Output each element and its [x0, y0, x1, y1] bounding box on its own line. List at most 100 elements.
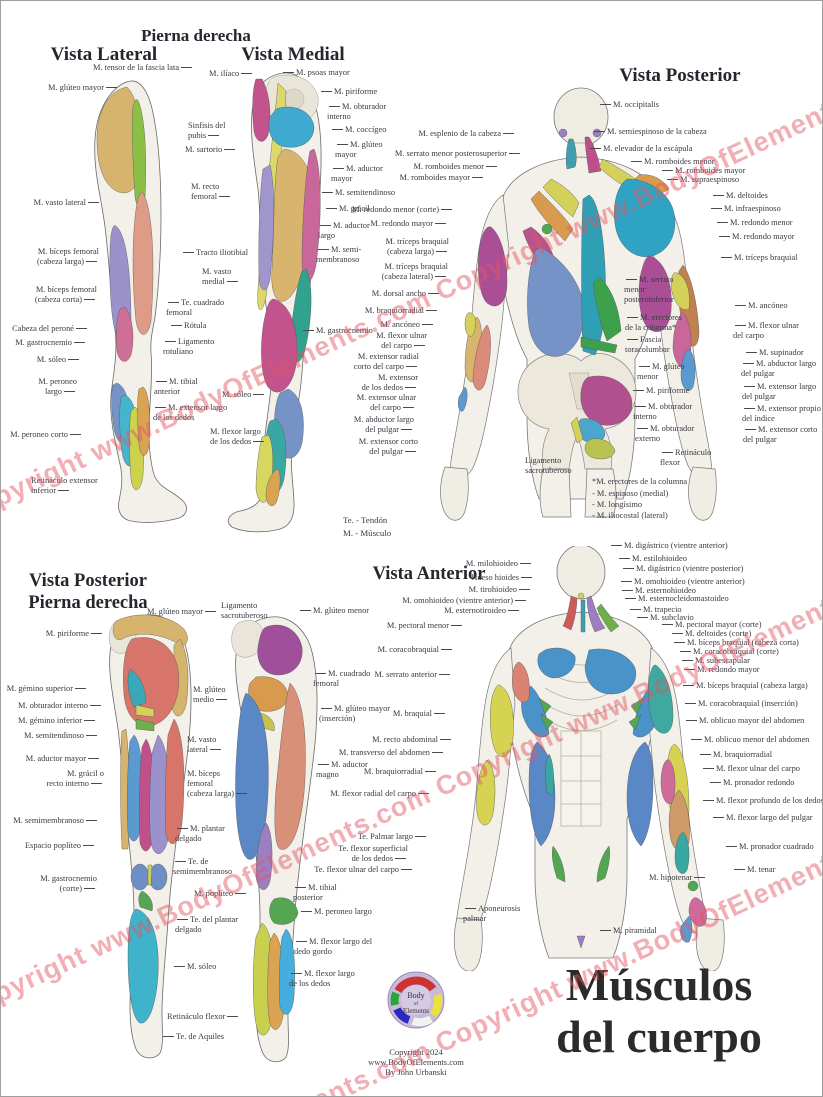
- muscle-label: Te. Palmar largo: [358, 832, 428, 842]
- muscle-label: M. tenar: [732, 865, 775, 875]
- leader-line: [441, 648, 452, 652]
- leader-line: [64, 390, 75, 394]
- muscle-label: M. gémino inferior: [18, 716, 97, 726]
- svg-text:Body: Body: [407, 991, 424, 1000]
- section-title-vista-medial: Vista Medial: [241, 44, 345, 65]
- leader-line: [440, 738, 451, 742]
- leader-line: [434, 712, 445, 716]
- muscle-label: Espacio poplíteo: [25, 841, 96, 851]
- section-title-vista-posterior-pierna-1: Vista Posterior: [29, 571, 147, 591]
- erectores-footnote-3: - M. iliocostal (lateral): [592, 511, 668, 520]
- leader-line: [405, 386, 416, 390]
- leader-line: [83, 844, 94, 848]
- muscle-label: M. recto abdominal: [372, 735, 453, 745]
- erectores-footnote-1: - M. espinoso (medial): [592, 489, 669, 498]
- leader-line: [744, 407, 755, 411]
- muscle-label: M. semimembranoso: [13, 816, 99, 826]
- copyright-year: Copyright 2024: [389, 1047, 443, 1057]
- section-title-vista-posterior-pierna-2: Pierna derecha: [28, 593, 148, 613]
- leader-line: [84, 719, 95, 723]
- muscle-label: M. coracobraquial: [378, 645, 454, 655]
- poster-title-line1: Músculos: [565, 959, 753, 1010]
- leader-line: [405, 450, 416, 454]
- muscle-shapes: [476, 592, 707, 949]
- legend-musculo: M. - Músculo: [343, 528, 392, 538]
- muscle-label: M. ancóneo: [733, 301, 788, 311]
- muscle-label: M. gastrocnemio: [15, 338, 87, 348]
- muscle-label: M. braquial: [393, 709, 447, 719]
- leader-line: [58, 489, 70, 493]
- leader-line: [403, 406, 414, 410]
- erectores-footnote-0: *M. erectores de la columna: [592, 477, 688, 486]
- leader-line: [75, 687, 86, 691]
- leader-line: [406, 365, 417, 369]
- figure-body-posterior-illustration: [440, 87, 717, 521]
- leader-line: [84, 887, 95, 891]
- leader-line: [70, 433, 81, 437]
- legend-tendon: Te. - Tendón: [343, 515, 388, 525]
- muscle-label: M. flexor radial del carpo: [330, 789, 431, 799]
- figure-leg-posterior-superficial-illustration: [108, 614, 192, 1059]
- copyright-site: www.BodyOfElements.com: [368, 1057, 464, 1067]
- leader-line: [76, 327, 87, 331]
- leader-line: [743, 362, 754, 366]
- copyright-author: By John Urbanski: [385, 1067, 447, 1077]
- leader-line: [746, 351, 757, 355]
- erectores-footnote-2: - M. longísimo: [592, 500, 643, 509]
- muscle-label: M. pronador cuadrado: [724, 842, 814, 852]
- leader-line: [401, 868, 412, 872]
- muscle-label: M. ancóneo: [380, 320, 435, 330]
- svg-text:Elements: Elements: [403, 1007, 429, 1015]
- muscle-label: M. transverso del abdomen: [339, 748, 445, 758]
- muscle-label: M. tríceps braquial: [719, 253, 798, 263]
- muscle-shapes: [231, 620, 306, 1036]
- muscle-shapes: [96, 86, 154, 490]
- leader-line: [425, 770, 436, 774]
- section-title-vista-lateral: Vista Lateral: [50, 44, 158, 65]
- leader-line: [395, 857, 406, 861]
- section-title-vista-anterior: Vista Anterior: [372, 564, 486, 584]
- muscle-label: M. gémino superior: [7, 684, 88, 694]
- leader-line: [415, 835, 426, 839]
- leader-line: [418, 792, 429, 796]
- figure-body-anterior-illustration: [453, 546, 725, 971]
- leader-line: [401, 428, 412, 432]
- figure-leg-lateral-illustration: [94, 80, 187, 523]
- leader-line: [205, 610, 217, 614]
- muscle-label: M. supinador: [744, 348, 804, 358]
- muscle-label: M. semitendinoso: [24, 731, 99, 741]
- muscle-shapes: [458, 128, 700, 460]
- muscle-label: M. braquiorradial: [365, 306, 439, 316]
- muscle-label: M. obturador interno: [18, 701, 103, 711]
- poster-title-line2: del cuerpo: [556, 1011, 762, 1062]
- leader-line: [744, 385, 755, 389]
- leader-line: [734, 868, 745, 872]
- leader-line: [181, 66, 193, 70]
- muscle-label: M. gastrocnemio(corte): [40, 874, 97, 894]
- section-title-pierna-derecha: Pierna derecha: [141, 26, 251, 45]
- leader-line: [68, 358, 79, 362]
- figure-leg-medial-illustration: [227, 72, 322, 533]
- muscle-label: M. aductor mayor: [26, 754, 101, 764]
- leader-line: [439, 673, 450, 677]
- section-title-vista-posterior: Vista Posterior: [619, 65, 741, 86]
- muscle-label: M. peroneo corto: [10, 430, 83, 440]
- muscle-label: M. sóleo: [37, 355, 81, 365]
- leader-line: [735, 304, 746, 308]
- muscle-shapes: [108, 614, 189, 1024]
- leader-line: [432, 751, 443, 755]
- muscle-shapes: [252, 74, 321, 506]
- leader-line: [414, 344, 425, 348]
